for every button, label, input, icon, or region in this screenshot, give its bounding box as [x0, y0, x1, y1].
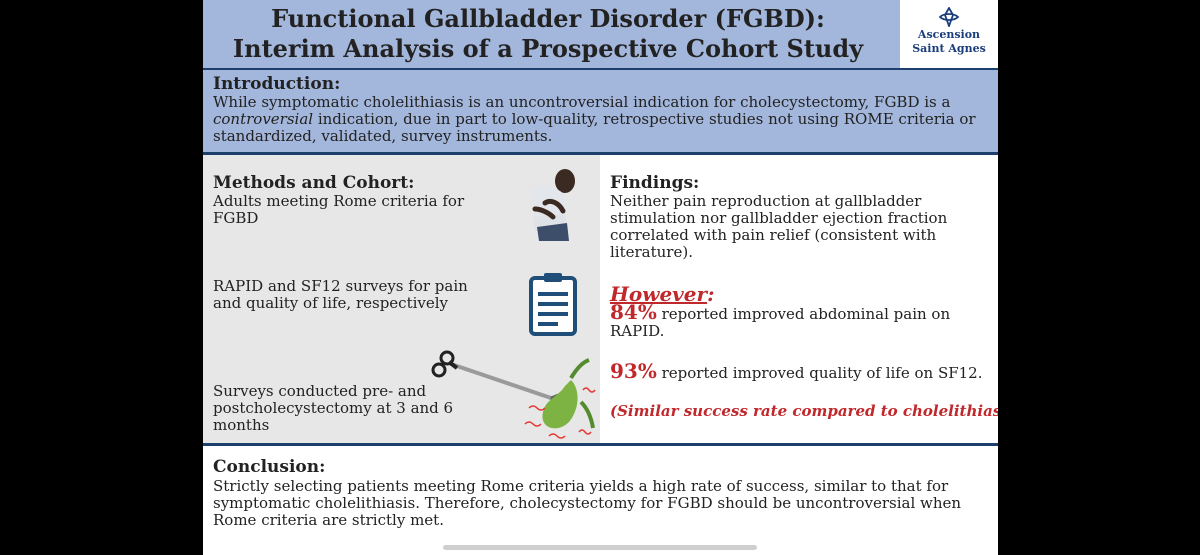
poster: Functional Gallbladder Disorder (FGBD): … [203, 0, 998, 555]
methods-item-surveys: RAPID and SF12 surveys for pain and qual… [213, 277, 468, 312]
ascension-logo: Ascension Saint Agnes [900, 0, 998, 68]
conclusion-section: Conclusion: Strictly selecting patients … [203, 446, 998, 555]
finding-quality-percent: 93% [610, 359, 657, 383]
findings-section: Findings: Neither pain reproduction at g… [600, 155, 998, 443]
cross-logo-icon [938, 7, 960, 27]
section-divider [203, 443, 998, 446]
logo-line-2: Saint Agnes [912, 42, 986, 55]
finding-quality: 93% reported improved quality of life on… [610, 361, 990, 382]
header: Functional Gallbladder Disorder (FGBD): … [203, 0, 998, 70]
finding-pain: 84% reported improved abdominal pain on … [610, 302, 980, 340]
introduction-section: Introduction: While symptomatic cholelit… [203, 70, 998, 155]
title-line-1: Functional Gallbladder Disorder (FGBD): [271, 4, 825, 33]
findings-heading: Findings: [610, 173, 700, 193]
title-line-2: Interim Analysis of a Prospective Cohort… [232, 34, 864, 63]
methods-item-adults: Adults meeting Rome criteria for FGBD [213, 192, 465, 227]
findings-text: Neither pain reproduction at gallbladder… [610, 192, 948, 261]
methods-heading: Methods and Cohort: [213, 173, 415, 193]
however-word: However [610, 282, 708, 306]
finding-quality-text: reported improved quality of life on SF1… [656, 364, 983, 382]
intro-text-before: While symptomatic cholelithiasis is an u… [213, 93, 951, 111]
laparoscopic-gallbladder-icon [431, 350, 596, 439]
methods-section: Methods and Cohort: Adults meeting Rome … [203, 155, 600, 443]
introduction-text: While symptomatic cholelithiasis is an u… [213, 94, 988, 145]
methods-item-timing: Surveys conducted pre- and postcholecyst… [213, 382, 454, 434]
however-label: However: [610, 282, 714, 306]
finding-pain-text: reported improved abdominal pain on RAPI… [610, 305, 951, 340]
intro-text-after: indication, due in part to low-quality, … [213, 110, 976, 145]
success-note: (Similar success rate compared to cholel… [610, 402, 998, 420]
home-indicator[interactable] [443, 545, 757, 550]
however-colon: : [707, 282, 715, 306]
clipboard-survey-icon [529, 273, 577, 336]
logo-line-1: Ascension [917, 28, 981, 41]
poster-title: Functional Gallbladder Disorder (FGBD): … [203, 4, 893, 64]
conclusion-heading: Conclusion: [213, 457, 326, 477]
abdominal-pain-person-icon [531, 169, 575, 241]
conclusion-text: Strictly selecting patients meeting Rome… [213, 477, 962, 529]
introduction-heading: Introduction: [213, 74, 341, 94]
intro-text-emphasis: controversial [213, 110, 314, 128]
finding-pain-percent: 84% [610, 300, 657, 324]
